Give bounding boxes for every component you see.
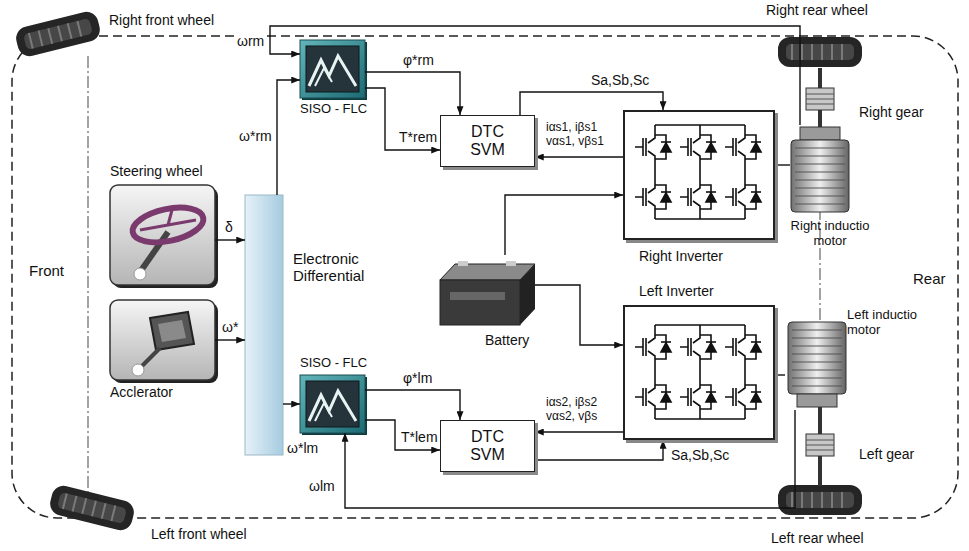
node-label: Right Inverter — [639, 248, 723, 264]
right-front-wheel — [14, 9, 103, 58]
connector-group — [215, 26, 800, 508]
node-label: Right inductio motor — [782, 219, 878, 249]
power-wire — [775, 374, 785, 375]
inverter-box: Right Inverter — [623, 110, 775, 240]
signal-arrow — [535, 156, 623, 157]
part-label: Left front wheel — [150, 526, 248, 542]
node-label: Acclerator — [110, 384, 173, 400]
node-label: Steering wheel — [110, 163, 203, 179]
vehicle-outline — [12, 36, 958, 518]
signal-arrow — [535, 285, 623, 345]
fuzzy-icon — [300, 40, 367, 100]
left-motor-drawing — [788, 322, 846, 486]
power-wire — [775, 164, 790, 165]
differential-bar: Electronic Differential — [245, 195, 283, 455]
signal-label: T*rem — [398, 129, 438, 145]
signal-label: φ*lm — [402, 370, 433, 386]
front-axle — [87, 56, 88, 492]
left-rear-wheel — [778, 485, 862, 515]
signal-arrow — [277, 80, 300, 195]
signal-arrow — [505, 195, 623, 255]
node-label: Left Inverter — [639, 283, 714, 299]
node-label: DTC SVM — [463, 123, 513, 160]
signal-arrow — [365, 420, 440, 450]
accelerator-icon — [110, 300, 218, 383]
inverter-circuit — [635, 325, 761, 419]
fuzzy-controller: SISO - FLC — [300, 40, 365, 98]
node-label: SISO - FLC — [300, 102, 367, 117]
induction-motor: Right inductio motor — [790, 125, 850, 215]
signal-label: δ — [224, 219, 234, 235]
signal-label: Sa,Sb,Sc — [670, 447, 730, 463]
signal-label: φ*rm — [402, 52, 435, 68]
battery-icon — [440, 261, 535, 325]
signal-arrow — [345, 410, 795, 508]
induction-motor: Left inductio motor — [785, 320, 850, 410]
part-label: Front — [28, 262, 65, 279]
part-label: Left gear — [858, 446, 915, 462]
signal-arrow — [365, 72, 460, 115]
part-label: Right gear — [858, 104, 925, 120]
signal-label: ω* — [221, 319, 239, 335]
part-label: Right rear wheel — [765, 2, 869, 18]
signal-arrow — [365, 390, 460, 420]
signal-arrow — [535, 440, 663, 460]
signal-label: Sa,Sb,Sc — [590, 72, 650, 88]
part-label: Rear — [912, 270, 947, 287]
node-label: Left inductio motor — [847, 308, 939, 338]
inverter-box: Left Inverter — [623, 305, 775, 440]
node-label: DTC SVM — [463, 428, 513, 465]
node-label: SISO - FLC — [300, 356, 367, 371]
control-panel: Acclerator — [110, 300, 215, 380]
battery: Battery — [435, 255, 535, 330]
part-label: Right front wheel — [108, 12, 215, 28]
signal-label: iαs1, iβs1 vαs1, vβs1 — [545, 121, 621, 149]
steering-wheel-icon — [110, 185, 218, 288]
fuzzy-icon — [300, 375, 367, 435]
signal-arrow — [215, 339, 245, 340]
dtc-svm-block: DTC SVM — [440, 420, 535, 472]
fuzzy-controller: SISO - FLC — [300, 375, 365, 433]
signal-arrow — [215, 239, 245, 240]
signal-label: ω*lm — [286, 440, 319, 456]
signal-label: ωrm — [236, 33, 265, 49]
signal-arrow — [535, 431, 623, 432]
signal-label: ω*rm — [238, 128, 273, 144]
signal-label: iαs2, iβs2 vαs2, vβs — [545, 396, 621, 424]
node-label: Electronic Differential — [293, 250, 385, 285]
differential-bar — [245, 195, 283, 455]
signal-arrow — [365, 88, 440, 150]
inverter-circuit — [635, 125, 761, 219]
part-label: Left rear wheel — [770, 530, 865, 546]
signal-arrow — [283, 403, 300, 404]
dtc-svm-block: DTC SVM — [440, 115, 535, 167]
control-panel: Steering wheel — [110, 185, 215, 285]
signal-label: T*lem — [400, 429, 439, 445]
node-label: Battery — [485, 332, 529, 348]
right-rear-wheel — [778, 37, 862, 67]
left-front-wheel — [48, 483, 137, 532]
signal-label: ωlm — [308, 478, 336, 494]
